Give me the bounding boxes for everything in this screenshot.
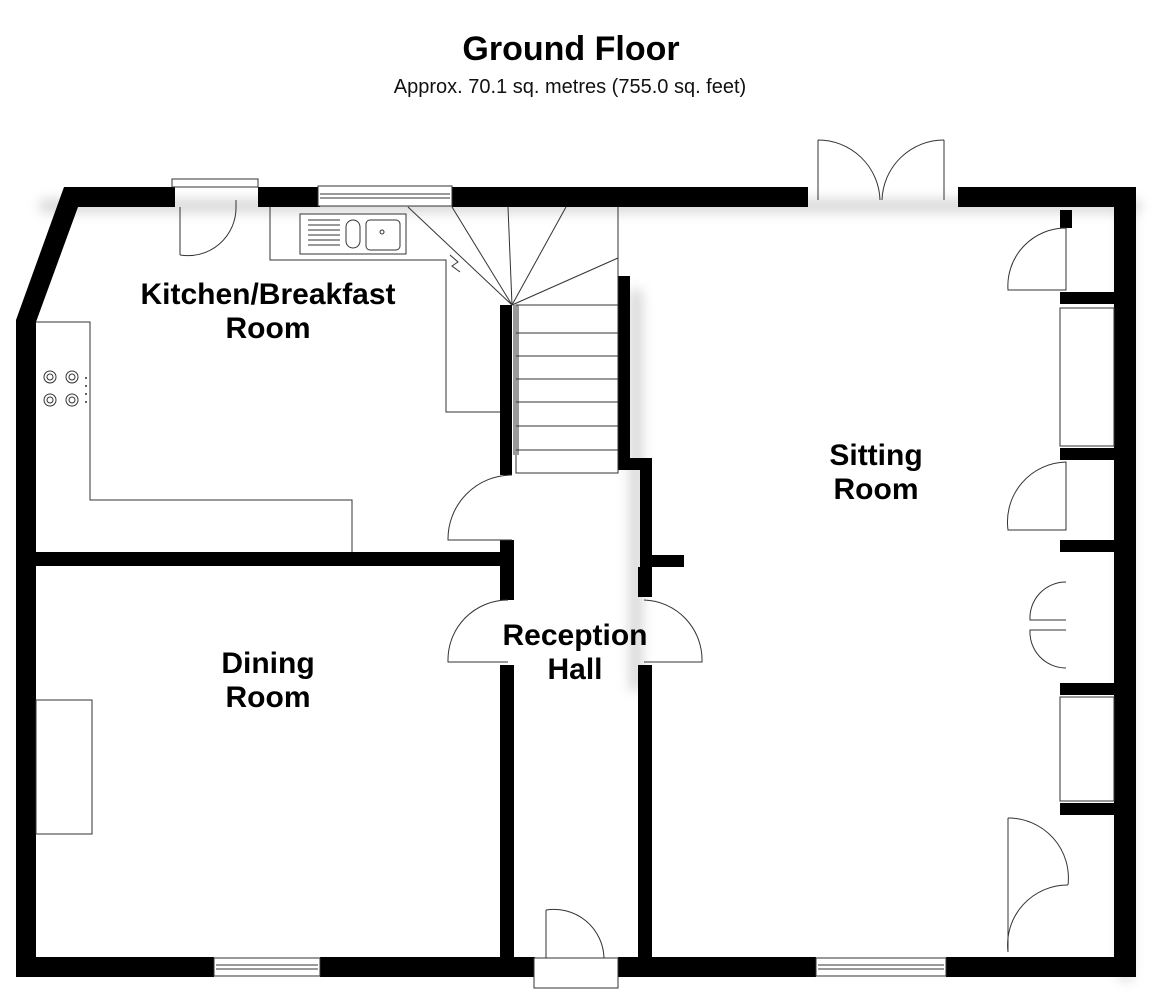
alcove-wall-5 [1060, 683, 1116, 695]
kitchen-sink [299, 213, 407, 255]
kitchen-label-line2: Room [226, 312, 311, 345]
room-labels: Kitchen/Breakfast Room Dining Room Recep… [140, 278, 922, 714]
wall-hall-west-upper [500, 540, 514, 600]
wall-stair-left [500, 305, 512, 475]
sitting-label-line2: Room [834, 473, 919, 506]
wall-bottom-4 [946, 957, 1136, 977]
wall-top-left [16, 187, 175, 975]
wall-bottom-3 [618, 957, 816, 977]
door-alcove-3 [1029, 581, 1067, 669]
staircase[interactable] [407, 206, 619, 474]
door-french-top [817, 139, 945, 201]
door-kitchen-back [179, 200, 237, 257]
door-alcove-4 [1007, 817, 1069, 953]
wall-top-stairs [452, 187, 808, 207]
alcove-wall-1 [1060, 210, 1072, 228]
wall-bottom-1 [16, 957, 214, 977]
alcove-cupboard-1 [1059, 307, 1115, 447]
wall-right [1114, 187, 1136, 977]
reception-label-line1: Reception [502, 619, 647, 652]
kitchen-counter-left [36, 321, 353, 552]
door-reception-left [447, 599, 509, 663]
alcove-wall-3 [1060, 448, 1116, 460]
fixtures [35, 207, 1115, 835]
wall-sitting-mid [638, 567, 652, 597]
wall-sitting-jog [618, 458, 652, 555]
alcove-wall-2 [1060, 292, 1116, 304]
doors [179, 139, 1069, 989]
wall-top-kitchen [258, 187, 320, 207]
window-back-door-frame [171, 178, 259, 188]
door-front [533, 908, 619, 989]
windows [171, 178, 947, 977]
wall-kitchen-dining [36, 552, 514, 566]
wall-top-right [958, 187, 1136, 207]
interior-walls [36, 210, 1116, 965]
door-hall-kitchen [447, 474, 513, 541]
exterior-walls [16, 187, 1136, 977]
wall-hall-west-lower [500, 665, 514, 965]
alcove-cupboard-2 [1059, 696, 1115, 802]
door-alcove-1 [1007, 227, 1067, 291]
window-dining [213, 957, 321, 977]
sitting-label-line1: Sitting [829, 439, 922, 472]
kitchen-hob [43, 370, 87, 407]
door-alcove-2 [1006, 461, 1067, 531]
window-kitchen [317, 185, 453, 207]
dining-fireplace [35, 699, 93, 835]
dining-label-line1: Dining [221, 647, 314, 680]
floor-title: Ground Floor [462, 30, 680, 68]
kitchen-counter-top [269, 207, 500, 413]
floor-area: Approx. 70.1 sq. metres (755.0 sq. feet) [393, 76, 747, 98]
dining-label-line2: Room [226, 681, 311, 714]
wall-bottom-2 [320, 957, 535, 977]
wall-sitting-stub [640, 555, 684, 567]
kitchen-label-line1: Kitchen/Breakfast [140, 278, 395, 311]
alcove-wall-4 [1060, 540, 1116, 552]
door-reception-right [643, 599, 703, 663]
window-sitting [815, 957, 947, 977]
alcove-wall-6 [1060, 803, 1116, 815]
wall-sitting-upper [618, 276, 630, 466]
wall-sitting-lower [638, 665, 652, 965]
reception-label-line2: Hall [547, 653, 602, 686]
